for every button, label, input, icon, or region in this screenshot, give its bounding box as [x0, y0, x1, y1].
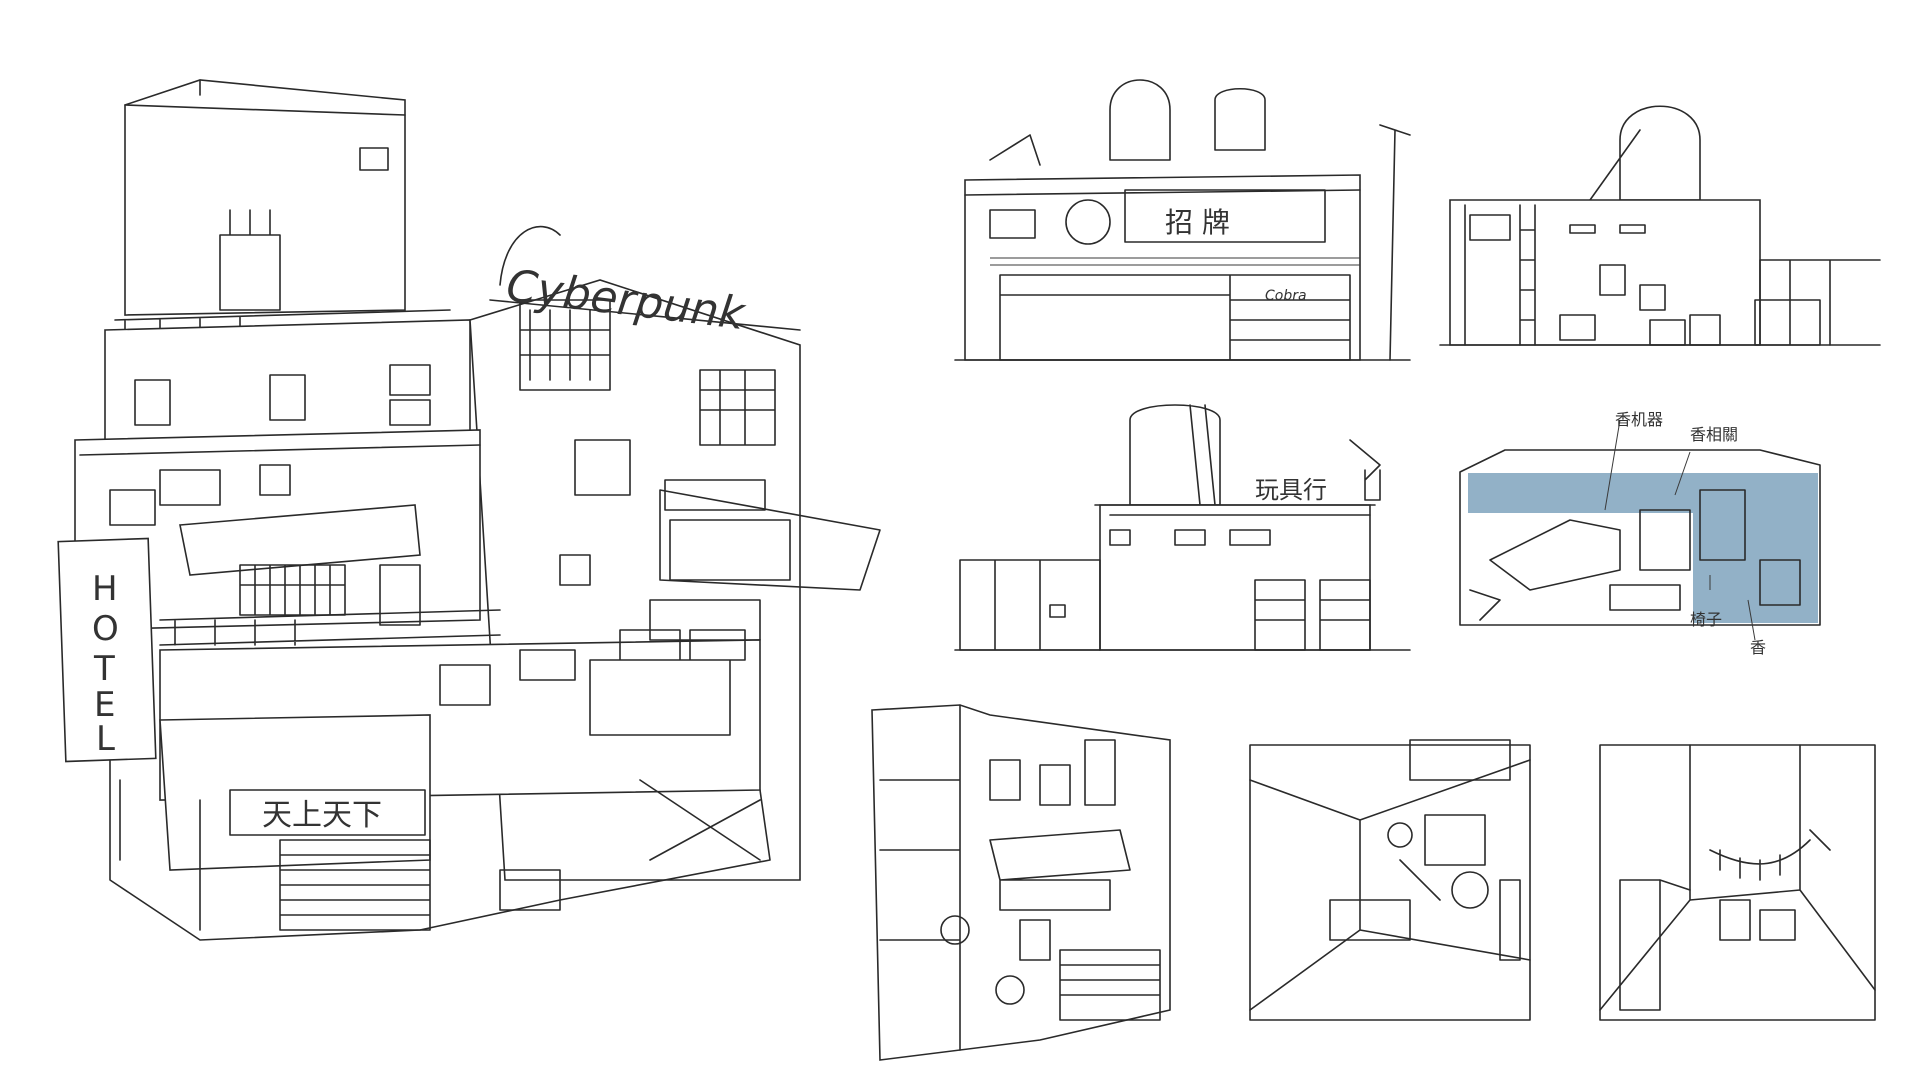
- hotel-letter: T: [93, 649, 115, 689]
- hotel-letter: O: [92, 609, 119, 649]
- alley-view-1-sketch: [1249, 739, 1531, 1021]
- interior-highlight-top: [1578, 473, 1693, 513]
- interior-highlight-left: [1468, 473, 1578, 513]
- shop-sign-tianshangtianxia: 天上天下: [262, 798, 382, 833]
- hotel-letter: E: [94, 685, 115, 725]
- interior-highlight-right: [1693, 473, 1818, 623]
- hotel-letter: H: [92, 569, 118, 609]
- note-xiang-jiqi: 香机器: [1615, 410, 1663, 429]
- alley-view-2-sketch: [1599, 744, 1876, 1021]
- corner-building-sketch: [871, 704, 1171, 1061]
- shop-front-elevation-sketch: 招 牌 Cobra: [954, 79, 1411, 361]
- note-yizi: 椅子: [1690, 610, 1722, 629]
- hotel-letter: L: [96, 719, 115, 759]
- hotel-sign: H O T E L: [92, 569, 119, 759]
- note-xiang: 香: [1750, 638, 1766, 657]
- main-building-sketch: Cyberpunk 天上天下 H O T E L: [57, 79, 881, 941]
- side-elevation-sketch: [1439, 105, 1881, 346]
- note-xiang-xiangguan: 香相關: [1690, 425, 1738, 444]
- shop-scribble-sign: Cobra: [1265, 288, 1307, 304]
- interior-sketch: 香机器 香相關 椅子 香: [1459, 410, 1821, 657]
- toy-shop-elevation-sketch: 玩具行: [954, 404, 1411, 651]
- signboard-zhaopai: 招 牌: [1165, 206, 1230, 239]
- toy-shop-sign: 玩具行: [1255, 476, 1327, 504]
